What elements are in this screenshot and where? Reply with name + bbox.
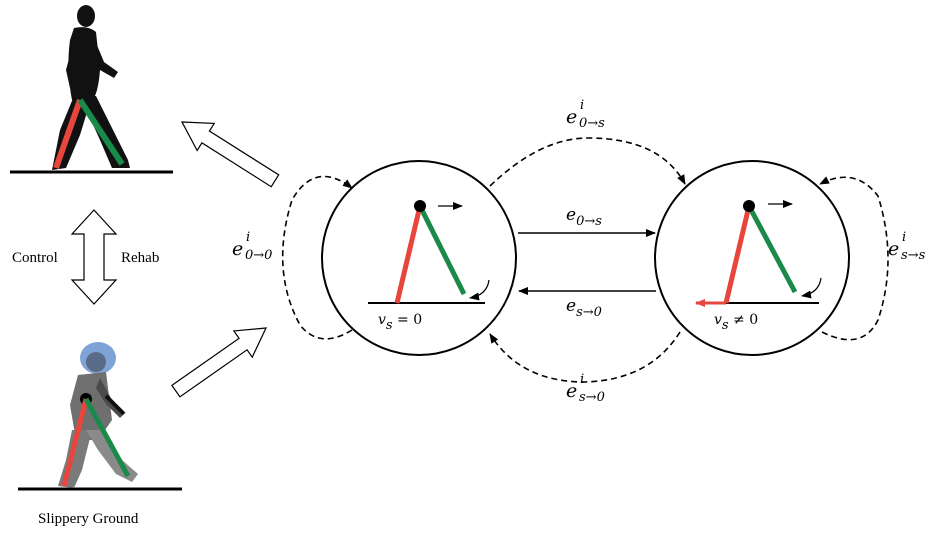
stance-velocity-label: vs = 0 — [378, 312, 423, 333]
swing-rotation-arrow-left — [469, 279, 490, 301]
rehab-label: Rehab — [121, 250, 160, 266]
hollow-arrow-up-left — [180, 121, 280, 188]
dashed-self-loop-stance — [281, 175, 353, 340]
stance-leg-left-state — [394, 205, 423, 304]
edge-label-e-0-s: e0→s — [566, 205, 602, 229]
human-swing-leg — [77, 98, 125, 166]
control-label: Control — [12, 250, 58, 266]
stance-leg-right-state — [723, 205, 752, 304]
control-rehab-double-arrow — [70, 209, 118, 305]
dashed-self-loop-slip — [819, 176, 889, 341]
hip-point-right-state — [743, 200, 755, 212]
state-circle-stance — [321, 160, 517, 356]
dashed-arc-slip-to-stance — [489, 331, 681, 383]
swing-rotation-arrow-right — [801, 277, 822, 299]
slippery-ground-label: Slippery Ground — [38, 511, 139, 527]
human-stance-leg — [53, 99, 83, 169]
human-walker-figure — [10, 5, 173, 174]
state-circle-slip — [654, 160, 850, 356]
exoskeleton-walker-figure — [18, 342, 182, 491]
hip-point-left-state — [414, 200, 426, 212]
hollow-arrow-up-right — [171, 327, 267, 398]
edge-label-e-s-0: es→0 — [566, 296, 602, 320]
slip-velocity-label: vs ≠ 0 — [714, 312, 759, 333]
exo-swing-leg — [83, 397, 131, 478]
swing-leg-right-state — [746, 204, 798, 294]
swing-leg-left-state — [417, 204, 467, 296]
exo-stance-leg — [61, 398, 89, 487]
dashed-arc-stance-to-slip — [489, 137, 686, 187]
